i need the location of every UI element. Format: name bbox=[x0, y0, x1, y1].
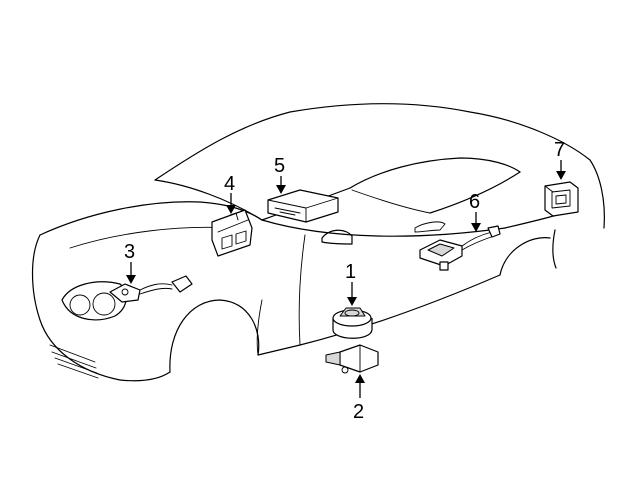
callout-6: 6 bbox=[469, 191, 480, 213]
callout-5: 5 bbox=[274, 155, 285, 177]
callout-1: 1 bbox=[345, 261, 356, 283]
callout-2: 2 bbox=[353, 401, 364, 423]
callout-arrows bbox=[126, 160, 566, 398]
part-7-module bbox=[544, 181, 579, 217]
part-4-module bbox=[211, 209, 253, 257]
callout-4: 4 bbox=[224, 173, 235, 195]
part-2-sensor bbox=[325, 344, 379, 374]
car-body-outline bbox=[31, 103, 605, 382]
part-1-sensor bbox=[332, 307, 373, 339]
callout-7: 7 bbox=[554, 139, 565, 161]
part-5-control-unit bbox=[267, 189, 339, 223]
part-3-sensor bbox=[109, 275, 193, 303]
part-6-sensor bbox=[419, 225, 501, 271]
callout-3: 3 bbox=[124, 241, 135, 263]
